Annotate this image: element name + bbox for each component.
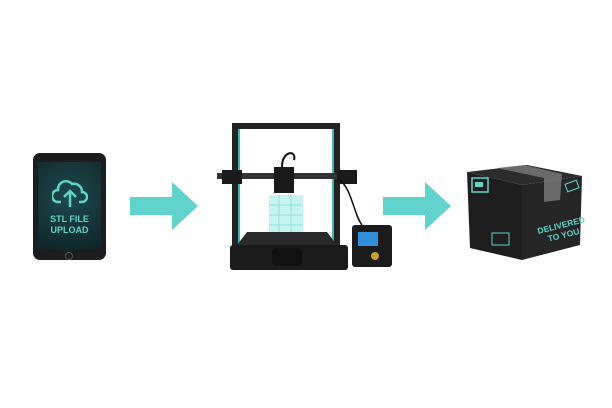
- arrow-right-icon: [130, 182, 198, 230]
- label-line-2: UPLOAD: [50, 225, 89, 235]
- tablet-device: STL FILE UPLOAD: [33, 153, 106, 260]
- tablet-screen: STL FILE UPLOAD: [38, 162, 101, 249]
- cloud-upload-icon: [52, 180, 88, 207]
- label-line-1: STL FILE: [50, 214, 89, 224]
- 3d-printer: [217, 123, 392, 270]
- arrow-right-icon: [383, 182, 451, 230]
- home-button: [65, 252, 73, 260]
- truck-icon: [471, 177, 489, 193]
- shipping-box: [467, 165, 582, 260]
- upload-label: STL FILE UPLOAD: [38, 214, 101, 236]
